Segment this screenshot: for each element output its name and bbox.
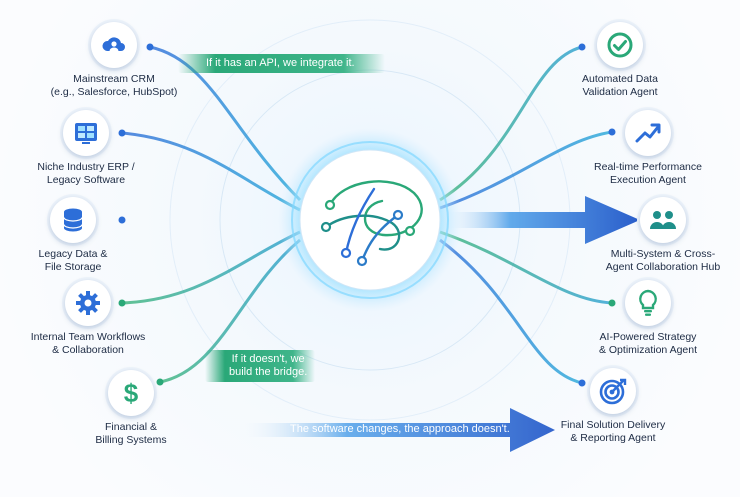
node-label: Real-time Performance Execution Agent (594, 161, 702, 186)
node-icon-circle (65, 280, 111, 326)
node-label: Automated Data Validation Agent (582, 73, 658, 98)
source-node-erp: Niche Industry ERP / Legacy Software (11, 110, 161, 186)
agent-node-performance: Real-time Performance Execution Agent (573, 110, 723, 186)
main-arrow (440, 196, 640, 244)
node-label: Niche Industry ERP / Legacy Software (37, 161, 135, 186)
lightbulb-icon (639, 289, 657, 316)
node-icon-circle (597, 22, 643, 68)
svg-text:$: $ (124, 379, 139, 407)
node-icon-circle (625, 110, 671, 156)
agent-node-collaboration: Multi-System & Cross- Agent Collaboratio… (588, 197, 738, 273)
node-label: Multi-System & Cross- Agent Collaboratio… (605, 248, 721, 273)
node-icon-circle (91, 22, 137, 68)
flow-line (439, 45, 583, 202)
node-label: Internal Team Workflows & Collaboration (30, 331, 146, 356)
flow-line (159, 238, 301, 384)
node-label: Financial & Billing Systems (95, 421, 167, 446)
gear-icon (76, 291, 100, 315)
dashboard-grid-icon (75, 123, 97, 144)
node-icon-circle (50, 197, 96, 243)
agent-node-delivery: Final Solution Delivery & Reporting Agen… (538, 368, 688, 444)
agent-node-validation: Automated Data Validation Agent (545, 22, 695, 98)
check-circle-icon (607, 32, 633, 58)
flow-line (439, 238, 583, 385)
flow-line (121, 230, 301, 305)
bridge-banner-line2: build the bridge. (229, 366, 308, 378)
source-node-storage: Legacy Data & File Storage (0, 197, 148, 273)
database-icon (63, 208, 83, 232)
trend-up-icon (635, 123, 661, 143)
node-icon-circle (640, 197, 686, 243)
node-label: Legacy Data & File Storage (38, 248, 108, 273)
source-node-workflows: Internal Team Workflows & Collaboration (13, 280, 163, 356)
source-node-financial: $ Financial & Billing Systems (56, 370, 206, 446)
team-icon (650, 211, 676, 229)
bridge-banner-line1: If it doesn't, we (231, 353, 305, 365)
node-icon-circle: $ (108, 370, 154, 416)
cloud-user-icon (102, 37, 125, 51)
flow-line (149, 45, 302, 202)
flow-line (439, 130, 613, 210)
node-icon-circle (625, 280, 671, 326)
hub-node (287, 155, 457, 285)
node-label: Mainstream CRM (e.g., Salesforce, HubSpo… (50, 73, 178, 98)
target-icon (599, 378, 627, 405)
neural-network-icon (320, 180, 423, 267)
dollar-icon: $ (124, 379, 139, 407)
source-node-crm: Mainstream CRM (e.g., Salesforce, HubSpo… (39, 22, 189, 98)
node-icon-circle (63, 110, 109, 156)
flow-line (439, 230, 613, 305)
node-label: Final Solution Delivery & Reporting Agen… (560, 419, 666, 444)
node-icon-circle (590, 368, 636, 414)
node-label: AI-Powered Strategy & Optimization Agent (598, 331, 698, 356)
agent-node-strategy: AI-Powered Strategy & Optimization Agent (573, 280, 723, 356)
approach-banner: The software changes, the approach doesn… (290, 423, 510, 435)
approach-arrow (235, 408, 555, 452)
api-banner: If it has an API, we integrate it. (178, 54, 385, 73)
bridge-banner: If it doesn't, we build the bridge. (205, 350, 316, 382)
flow-line (121, 131, 301, 212)
